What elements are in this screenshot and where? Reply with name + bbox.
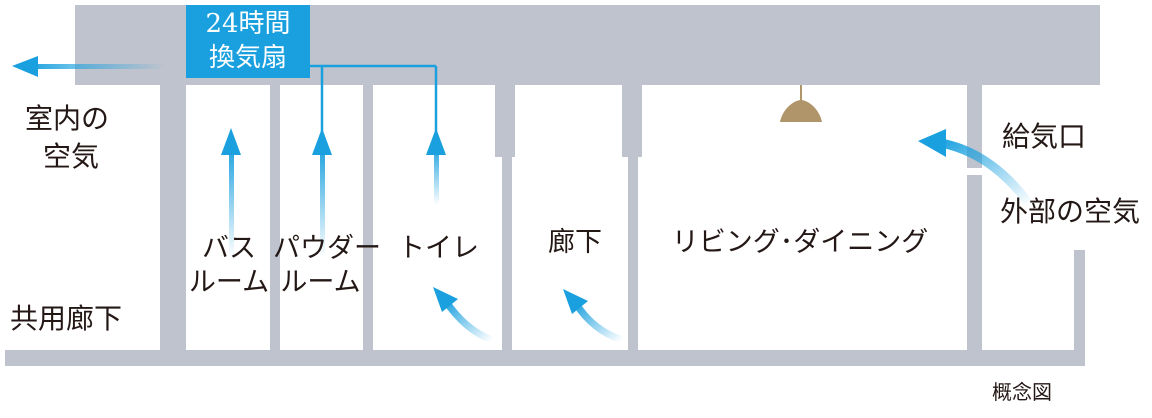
- partition-hall-living: [628, 155, 638, 355]
- exhaust-arrow-shaft: [25, 64, 165, 69]
- partition-toilet-hall: [502, 155, 512, 355]
- toilet-inflow-arrow: [442, 298, 494, 344]
- right-wall-lower: [967, 175, 982, 355]
- partition-toilet-hall-upper: [495, 85, 515, 157]
- partition-powder-toilet: [363, 85, 373, 355]
- supply-inflow-head: [918, 129, 946, 157]
- fan-label-line2: 換気扇: [208, 43, 287, 73]
- bath-room-label: バス ルーム: [188, 232, 270, 300]
- pendant-lamp: [780, 85, 822, 122]
- supply-inflow-arrow: [934, 137, 1034, 208]
- indoor-air-label-line2: 空気: [43, 140, 100, 173]
- living-dining-label: リビング･ダイニング: [671, 227, 929, 258]
- ventilation-fan-label: 24時間 換気扇: [186, 5, 310, 78]
- powder-room-label-line1: パウダー: [273, 233, 381, 264]
- indoor-air-label: 室内の 空気: [25, 100, 109, 176]
- bath-room-label-line2: ルーム: [188, 267, 270, 298]
- bath-arrow-shaft: [229, 145, 234, 257]
- hallway-inflow-head: [563, 289, 588, 314]
- caption-label: 概念図: [992, 380, 1052, 404]
- powder-arrow-head: [312, 128, 332, 155]
- hallway-inflow-arrow: [572, 300, 624, 344]
- powder-arrow-shaft: [320, 145, 325, 257]
- exhaust-arrow-head: [12, 56, 38, 77]
- partition-hall-living-upper: [622, 85, 642, 157]
- supply-port-label: 給気口: [1002, 120, 1087, 153]
- bath-arrow-head: [221, 128, 241, 155]
- toilet-arrow-shaft: [434, 145, 439, 205]
- toilet-inflow-head: [433, 287, 458, 312]
- powder-room-label: パウダー ルーム: [273, 232, 381, 300]
- building-walls: [5, 5, 1100, 366]
- toilet-arrow-head: [426, 128, 446, 155]
- balcony-post: [1074, 250, 1085, 360]
- fan-label-line1: 24時間: [205, 9, 291, 39]
- powder-room-label-line2: ルーム: [280, 267, 361, 298]
- bath-room-label-line1: バス: [202, 233, 256, 264]
- partition-bath-powder: [270, 85, 280, 355]
- right-wall-upper: [967, 48, 982, 168]
- outside-air-label: 外部の空気: [1000, 195, 1141, 228]
- indoor-air-label-line1: 室内の: [25, 102, 110, 135]
- air-flow-arrows: [12, 56, 1034, 344]
- toilet-label: トイレ: [398, 233, 479, 264]
- hallway-label: 廊下: [548, 227, 602, 258]
- left-wall: [160, 50, 186, 354]
- common-corridor-label: 共用廊下: [10, 302, 123, 335]
